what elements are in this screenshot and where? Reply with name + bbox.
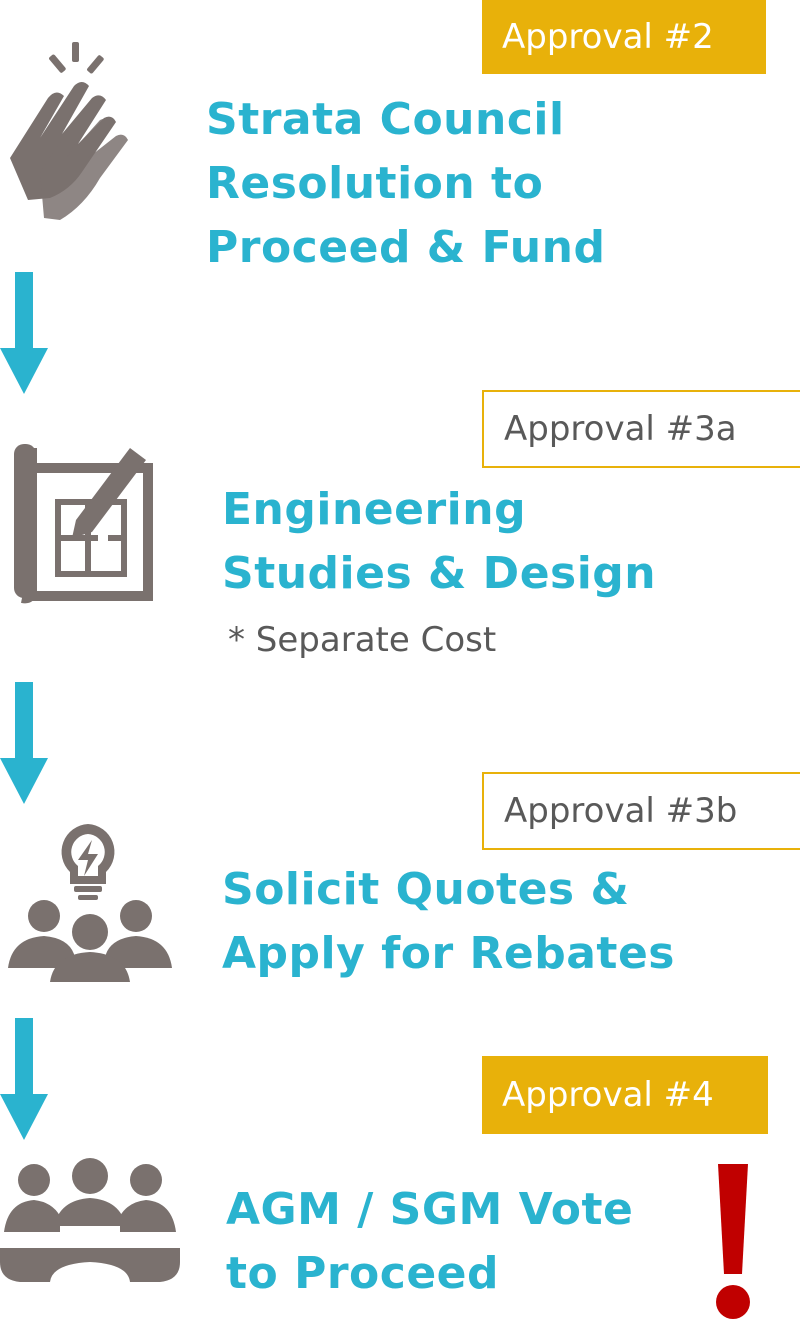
step-title-agm-vote: AGM / SGM Vote to Proceed [226,1178,633,1306]
step-title-strata-council: Strata Council Resolution to Proceed & F… [206,88,605,280]
approval-badge-3a: Approval #3a [482,390,800,468]
team-idea-icon [8,824,172,982]
down-arrow-icon [0,1018,48,1140]
title-line: Apply for Rebates [222,928,675,979]
exclamation-icon [716,1164,750,1319]
step-title-solicit-quotes: Solicit Quotes & Apply for Rebates [222,858,675,986]
title-line: Strata Council [206,94,565,145]
down-arrow-icon [0,682,48,804]
title-line: Proceed & Fund [206,222,606,273]
separate-cost-note: * Separate Cost [228,620,497,660]
blueprint-pencil-icon [14,444,153,604]
meeting-group-icon [0,1158,180,1282]
clapping-hands-icon [10,42,128,220]
title-line: Solicit Quotes & [222,864,630,915]
title-line: Engineering [222,484,527,535]
approval-badge-4: Approval #4 [482,1056,768,1134]
title-line: Resolution to [206,158,544,209]
down-arrow-icon [0,272,48,394]
title-line: AGM / SGM Vote [226,1184,634,1235]
approval-badge-3b: Approval #3b [482,772,800,850]
title-line: to Proceed [226,1248,500,1299]
approval-badge-2: Approval #2 [482,0,766,74]
title-line: Studies & Design [222,548,657,599]
step-title-engineering: Engineering Studies & Design [222,478,656,606]
